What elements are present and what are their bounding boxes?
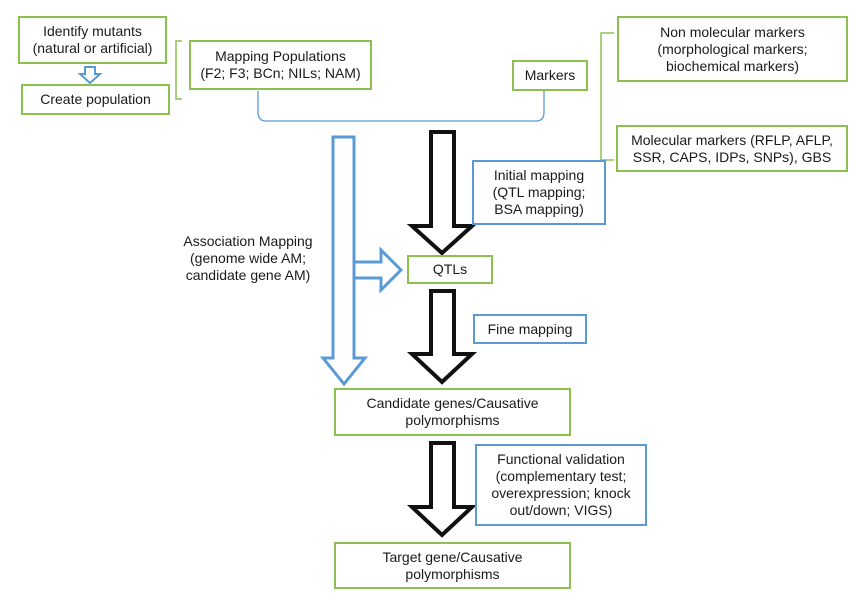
mapping-populations-line-1: Mapping Populations [215, 48, 346, 64]
qtls-label: QTLs [432, 261, 468, 277]
left-green-bracket [175, 40, 182, 100]
molecular-markers-line-1: Molecular markers (RFLP, AFLP, [631, 131, 833, 148]
candidate-genes-line-2: polymorphisms [405, 412, 500, 428]
association-mapping-line-3: candidate gene AM) [185, 267, 311, 283]
mapping-populations-line-2: (F2; F3; BCn; NILs; NAM) [200, 65, 361, 81]
association-right-arrow [352, 246, 404, 294]
target-gene-line-1: Target gene/Causative [382, 548, 523, 565]
identify-mutants-line-2: (natural or artificial) [32, 40, 153, 56]
non-molecular-line-2: (morphological markers; [657, 40, 808, 57]
initial-mapping-box: Initial mapping (QTL mapping; BSA mappin… [472, 160, 606, 225]
identify-mutants-box: Identify mutants (natural or artificial) [18, 16, 167, 64]
candidate-genes-box: Candidate genes/Causative polymorphisms [334, 388, 571, 436]
functional-validation-arrow [406, 441, 478, 538]
blue-brace [257, 91, 545, 122]
create-population-box: Create population [21, 84, 170, 115]
fine-mapping-box: Fine mapping [473, 314, 587, 344]
functional-validation-line-3: overexpression; knock [491, 485, 631, 501]
fine-mapping-label: Fine mapping [487, 320, 573, 337]
create-population-label: Create population [40, 91, 151, 107]
mapping-populations-box: Mapping Populations (F2; F3; BCn; NILs; … [189, 40, 372, 90]
initial-mapping-line-2: (QTL mapping; [492, 184, 586, 200]
functional-validation-line-4: out/down; VIGS) [509, 502, 613, 518]
target-gene-box: Target gene/Causative polymorphisms [334, 542, 571, 589]
non-molecular-markers-box: Non molecular markers (morphological mar… [617, 16, 848, 82]
markers-box: Markers [512, 60, 588, 91]
functional-validation-box: Functional validation (complementary tes… [475, 444, 647, 526]
markers-label: Markers [524, 67, 576, 83]
non-molecular-line-1: Non molecular markers [660, 23, 805, 40]
identify-mutants-line-1: Identify mutants [43, 23, 142, 39]
functional-validation-line-2: (complementary test; [495, 468, 627, 484]
association-down-arrow [319, 135, 369, 387]
candidate-genes-line-1: Candidate genes/Causative [366, 395, 539, 411]
right-green-bracket [600, 32, 614, 161]
molecular-markers-line-2: SSR, CAPS, IDPs, SNPs), GBS [632, 148, 832, 165]
fine-mapping-arrow [406, 289, 478, 385]
initial-mapping-arrow [406, 130, 478, 256]
non-molecular-line-3: biochemical markers) [665, 57, 800, 74]
association-mapping-line-2: (genome wide AM; [190, 250, 306, 266]
association-mapping-line-1: Association Mapping [183, 233, 313, 249]
initial-mapping-line-1: Initial mapping [493, 167, 585, 183]
molecular-markers-box: Molecular markers (RFLP, AFLP, SSR, CAPS… [616, 125, 848, 172]
functional-validation-line-1: Functional validation [497, 451, 625, 467]
association-mapping-label: Association Mapping (genome wide AM; can… [168, 233, 328, 284]
identify-to-create-arrow [77, 66, 103, 85]
initial-mapping-line-3: BSA mapping) [494, 201, 584, 217]
target-gene-line-2: polymorphisms [405, 565, 500, 582]
qtls-box: QTLs [407, 255, 493, 284]
